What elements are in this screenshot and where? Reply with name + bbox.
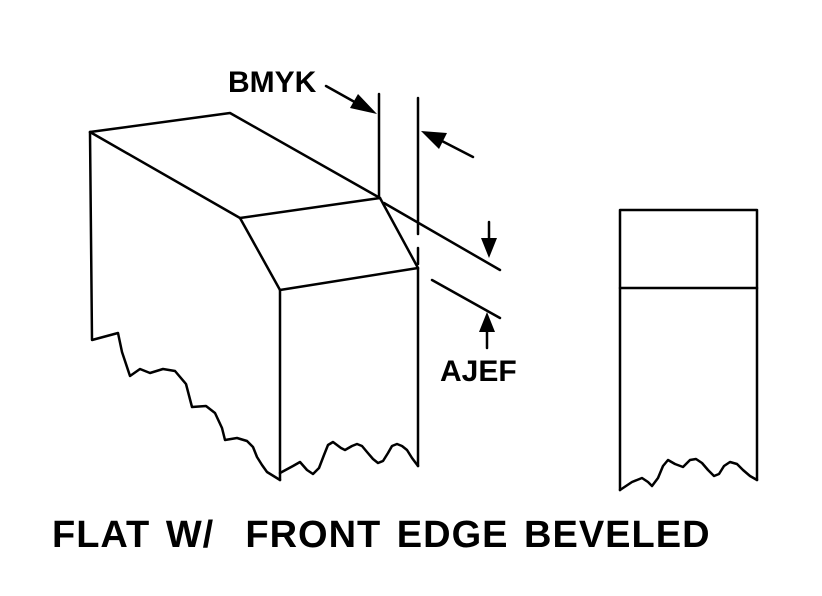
arrow-down-icon bbox=[481, 238, 497, 258]
leader-line-top-right bbox=[438, 138, 475, 159]
arrow-up-icon bbox=[479, 312, 495, 332]
extension-line-upper bbox=[382, 201, 502, 272]
arrow-right-icon bbox=[350, 94, 377, 114]
side-view bbox=[618, 208, 759, 492]
top-face-outline bbox=[88, 111, 382, 200]
diagram-caption: FLAT W/ FRONT EDGE BEVELED bbox=[52, 514, 711, 556]
top-left-edge bbox=[88, 130, 242, 220]
dimension-label-bmyk: BMYK bbox=[228, 66, 317, 99]
arrow-left-icon bbox=[421, 131, 447, 149]
extension-line-lower bbox=[430, 278, 502, 320]
bevel-depth-dimension bbox=[382, 201, 502, 350]
bevel-face bbox=[238, 196, 420, 292]
isometric-view bbox=[88, 111, 420, 482]
front-face-broken-edge bbox=[278, 440, 420, 476]
dimension-label-ajef: AJEF bbox=[440, 355, 517, 388]
left-face-broken-edge bbox=[88, 130, 282, 482]
side-view-broken-edge bbox=[618, 457, 759, 492]
side-view-outline bbox=[618, 208, 759, 492]
bevel-width-dimension bbox=[324, 84, 475, 266]
